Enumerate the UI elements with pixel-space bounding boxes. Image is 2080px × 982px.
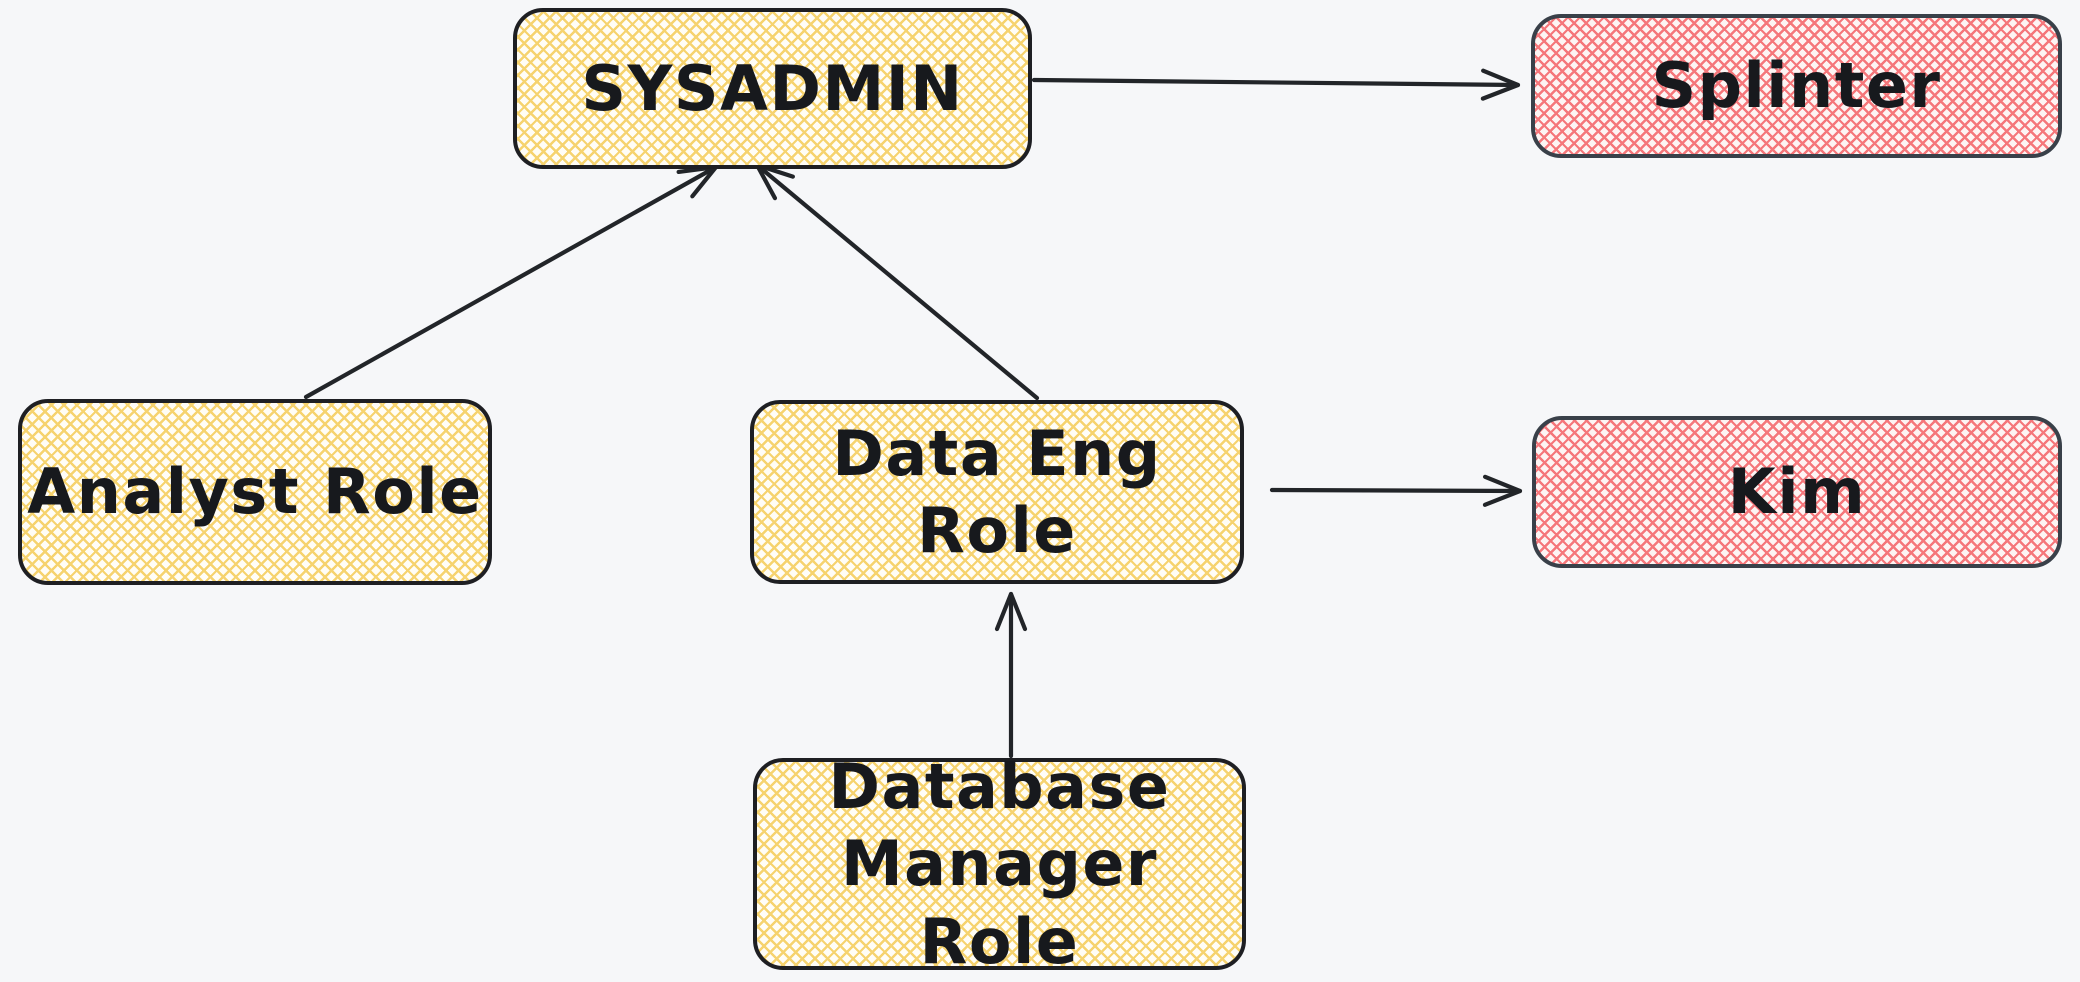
- node-sysadmin-label: SYSADMIN: [581, 51, 964, 125]
- node-data-eng-role[interactable]: Data Eng Role: [750, 400, 1244, 584]
- node-data-eng-label: Data Eng Role: [832, 416, 1162, 568]
- node-database-manager-label-line1: Database: [828, 749, 1171, 823]
- node-sysadmin-role[interactable]: SYSADMIN: [513, 8, 1032, 169]
- node-database-manager-label-line2: Manager Role: [840, 827, 1159, 978]
- arrow-data-eng-to-sysadmin[interactable]: [754, 162, 1040, 401]
- node-analyst-label: Analyst Role: [27, 455, 483, 529]
- node-analyst-role[interactable]: Analyst Role: [18, 399, 492, 585]
- node-kim-user[interactable]: Kim: [1532, 416, 2062, 568]
- arrow-data-eng-to-kim[interactable]: [1269, 474, 1523, 507]
- node-database-manager-role[interactable]: Database Manager Role: [753, 750, 1246, 978]
- node-kim-label: Kim: [1727, 455, 1867, 529]
- node-splinter-user[interactable]: Splinter: [1531, 14, 2062, 158]
- arrow-analyst-to-sysadmin[interactable]: [303, 164, 719, 400]
- arrow-sysadmin-to-splinter[interactable]: [1031, 68, 1521, 101]
- node-splinter-label: Splinter: [1651, 49, 1942, 123]
